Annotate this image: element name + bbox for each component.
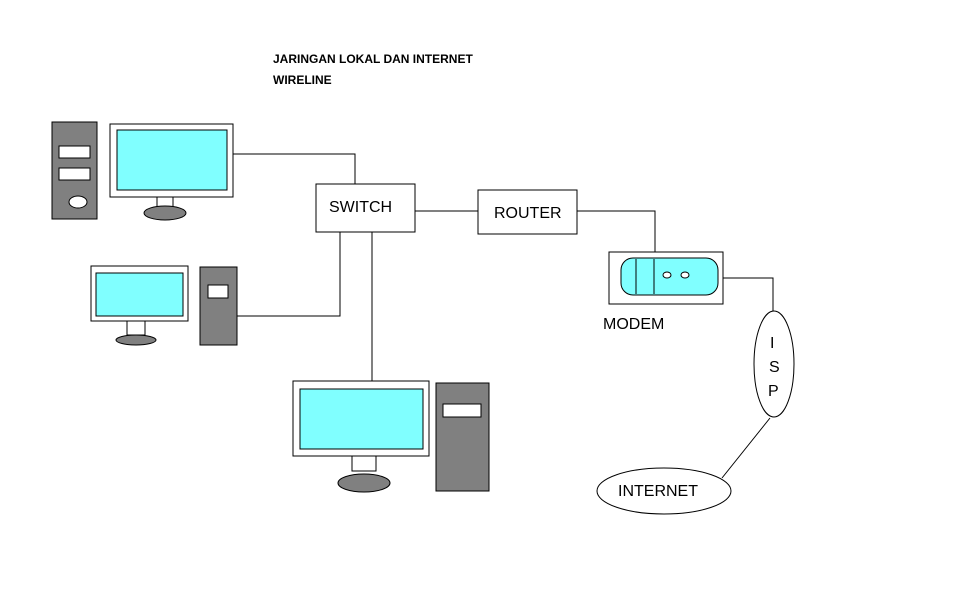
isp-letter-p: P	[768, 383, 779, 400]
isp-node: I S P	[753, 310, 795, 418]
router-label: ROUTER	[494, 205, 562, 222]
internet-ellipse	[596, 467, 732, 515]
link-isp-internet	[721, 417, 771, 479]
modem-led-1	[662, 271, 672, 279]
diagram-title-line1: JARINGAN LOKAL DAN INTERNET	[273, 52, 473, 66]
pc1-screen	[116, 129, 228, 191]
isp-letter-i: I	[770, 335, 774, 352]
pc2-monitor-neck	[126, 320, 146, 336]
switch-label: SWITCH	[329, 199, 392, 216]
pc1-drive-bay-2	[58, 167, 91, 181]
pc3-screen	[299, 388, 424, 450]
pc3-drive-bay	[442, 403, 482, 418]
switch-node: SWITCH	[315, 183, 416, 233]
pc1-drive-bay-1	[58, 145, 91, 159]
link-modem-isp	[723, 277, 774, 312]
computer-1	[51, 121, 234, 221]
router-node: ROUTER	[477, 189, 578, 235]
computer-3	[292, 380, 490, 493]
isp-ellipse	[753, 310, 795, 418]
modem-node: MODEM	[603, 251, 724, 333]
pc3-monitor-neck	[351, 455, 377, 472]
pc2-drive-bay	[207, 284, 229, 299]
pc1-power-button	[68, 195, 88, 209]
pc3-monitor-base	[337, 473, 391, 493]
pc2-monitor-base	[115, 334, 157, 346]
link-pc2-switch	[237, 232, 341, 317]
diagram-title-line2: WIRELINE	[273, 73, 332, 87]
modem-led-2	[680, 271, 690, 279]
link-pc1-switch	[233, 153, 356, 184]
internet-label: INTERNET	[618, 483, 698, 500]
switch-box	[315, 183, 416, 233]
pc2-tower	[199, 266, 238, 346]
pc1-monitor-base	[143, 205, 187, 221]
router-box	[477, 189, 578, 235]
pc3-tower	[435, 382, 490, 492]
modem-label: MODEM	[603, 316, 664, 333]
computer-2	[90, 265, 238, 346]
internet-node: INTERNET	[596, 467, 732, 515]
connections	[233, 153, 774, 479]
pc2-screen	[95, 272, 184, 317]
link-router-modem	[577, 210, 656, 252]
isp-letter-s: S	[769, 359, 780, 376]
